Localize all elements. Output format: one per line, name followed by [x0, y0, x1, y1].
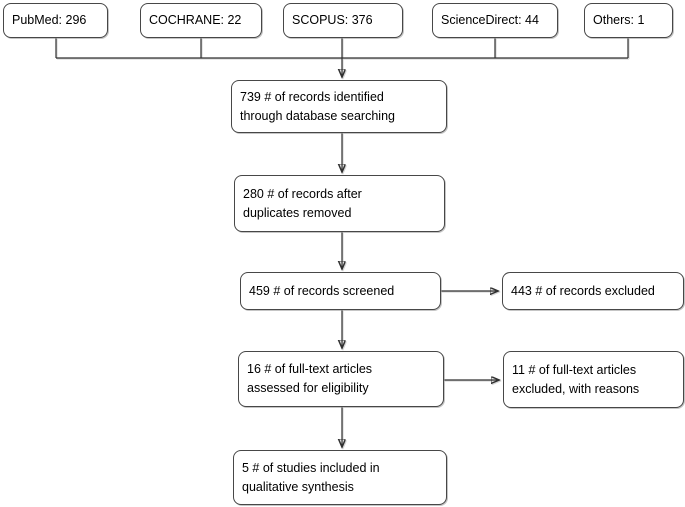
flow-box-fulltext-assessed-line2: assessed for eligibility	[247, 381, 369, 395]
exclusion-box-fulltext-excluded-line1: 11 # of full-text articles	[512, 362, 637, 377]
flow-box-fulltext-assessed: 16 # of full-text articles assessed for …	[238, 351, 444, 407]
source-box-cochrane-label: COCHRANE: 22	[149, 13, 242, 28]
flow-box-fulltext-assessed-line1: 16 # of full-text articles	[247, 362, 373, 377]
source-box-scopus-label: SCOPUS: 376	[292, 13, 373, 28]
source-box-others: Others: 1	[584, 3, 673, 38]
flow-box-studies-included-line1: 5 # of studies included in	[242, 460, 380, 475]
source-box-sciencedirect-label: ScienceDirect: 44	[441, 13, 539, 28]
flow-box-records-identified-line1: 739 # of records identified	[240, 89, 384, 104]
exclusion-box-fulltext-excluded: 11 # of full-text articles excluded, wit…	[503, 351, 684, 408]
source-box-others-label: Others: 1	[593, 13, 645, 28]
flow-box-records-screened: 459 # of records screened	[240, 272, 441, 310]
exclusion-box-fulltext-excluded-line2: excluded, with reasons	[512, 381, 640, 396]
flow-box-studies-included-line2: qualitative synthesis	[242, 479, 354, 494]
exclusion-box-records-excluded-line1: 443 # of records excluded	[511, 283, 655, 298]
flow-box-duplicates-removed-line1: 280 # of records after	[243, 186, 362, 201]
source-box-pubmed: PubMed: 296	[3, 3, 108, 38]
exclusion-box-records-excluded: 443 # of records excluded	[502, 272, 684, 310]
flow-box-records-identified-line2: through database searching	[240, 108, 395, 123]
flow-box-studies-included: 5 # of studies included in qualitative s…	[233, 450, 447, 505]
flow-box-duplicates-removed-line2: duplicates removed	[243, 205, 352, 220]
flow-box-duplicates-removed: 280 # of records after duplicates remove…	[234, 175, 445, 232]
source-box-scopus: SCOPUS: 376	[283, 3, 403, 38]
flow-box-records-identified: 739 # of records identified through data…	[231, 80, 447, 133]
flow-box-records-screened-line1: 459 # of records screened	[249, 283, 395, 298]
source-box-pubmed-label: PubMed: 296	[12, 13, 87, 28]
source-box-cochrane: COCHRANE: 22	[140, 3, 262, 38]
source-box-sciencedirect: ScienceDirect: 44	[432, 3, 558, 38]
